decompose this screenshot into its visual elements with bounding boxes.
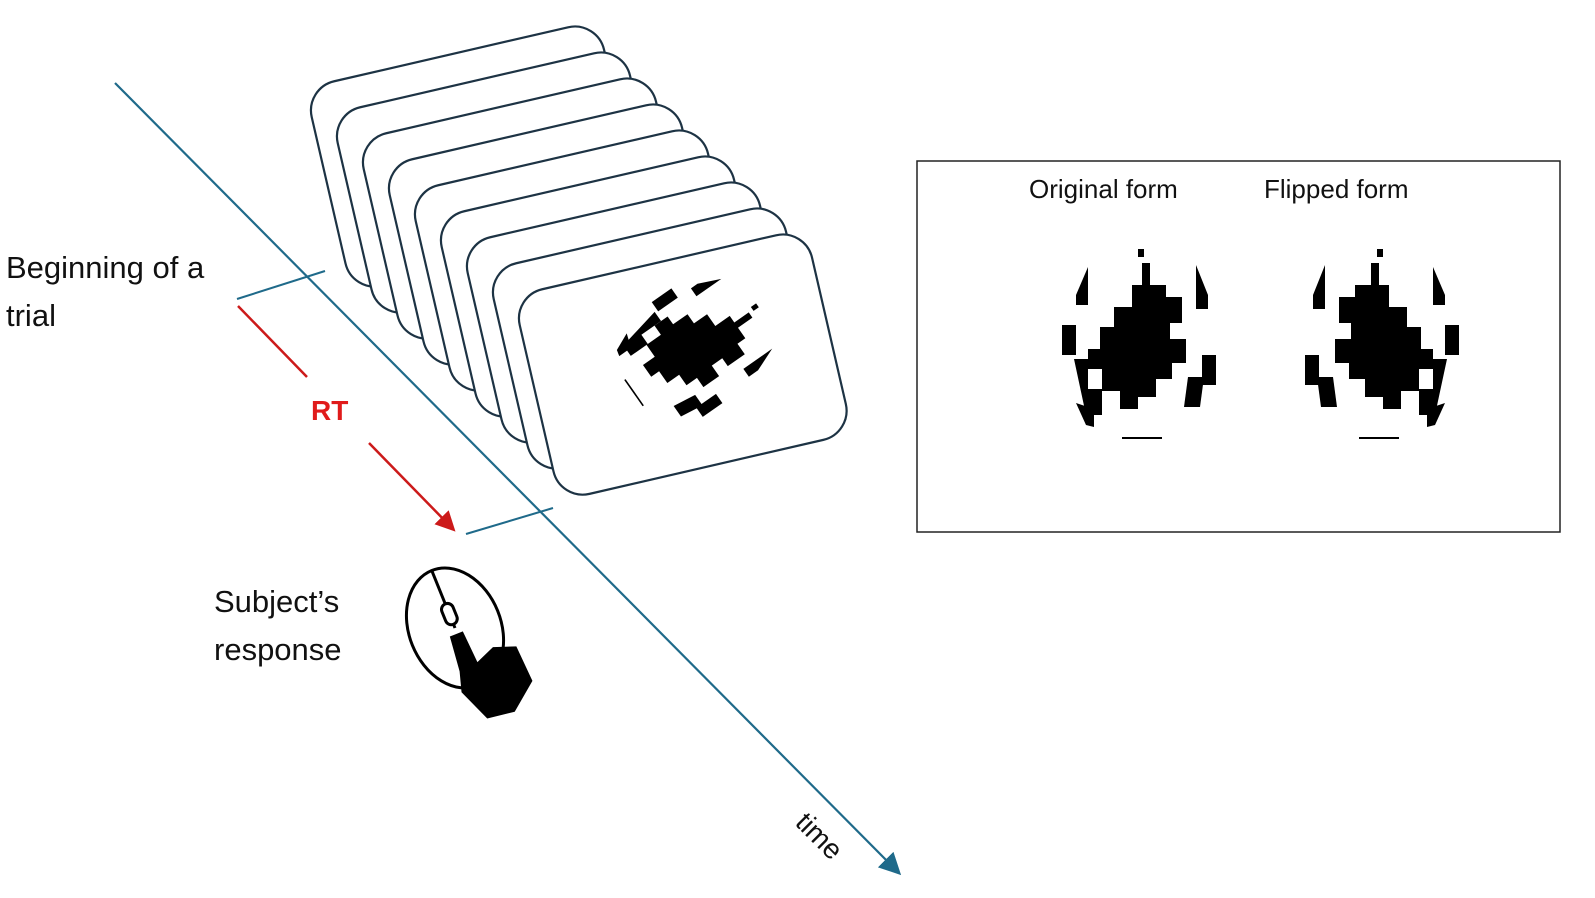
original-form-label: Original form <box>1029 174 1178 204</box>
rt-label: RT <box>311 395 348 426</box>
response-label-line1: Subject’s <box>214 584 339 619</box>
trial-start-tick <box>236 270 326 300</box>
stimulus-card-stack <box>309 25 848 496</box>
mouse-click-icon <box>404 566 533 719</box>
trial-start-label-line1: Beginning of a <box>6 250 205 285</box>
rt-arrow-segment-1 <box>237 305 308 378</box>
rt-arrow-segment-2 <box>368 442 456 532</box>
inset-panel: Original form Flipped form <box>916 160 1561 533</box>
trial-start-label-line2: trial <box>6 298 56 333</box>
timeline-axis <box>114 82 902 876</box>
flipped-form-label: Flipped form <box>1264 174 1409 204</box>
inset-frame <box>916 160 1561 533</box>
response-label-line2: response <box>214 632 342 667</box>
response-tick <box>465 507 554 535</box>
